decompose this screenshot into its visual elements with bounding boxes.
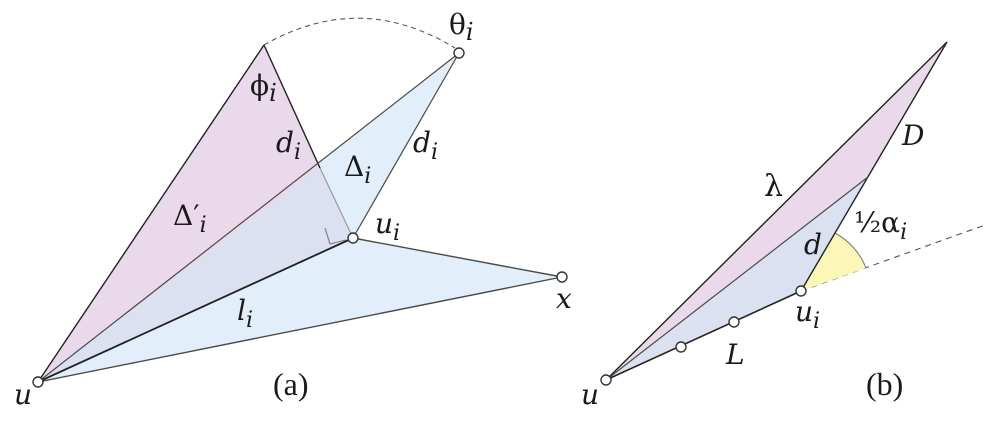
label-delta-prime-i: Δ′i xyxy=(173,199,207,238)
vertex-u-i-b xyxy=(795,285,807,297)
panel-b: u λ D d ½αi ui L (b) xyxy=(581,41,986,411)
label-u: u xyxy=(14,378,32,411)
label-phi-i: ϕi xyxy=(250,69,277,107)
label-lambda: λ xyxy=(764,169,783,204)
panel-a: u θi ϕi di di Δi Δ′i ui li x (a) xyxy=(14,8,572,411)
label-L: L xyxy=(725,338,745,371)
vertex-u-i xyxy=(347,232,359,244)
label-D: D xyxy=(901,119,924,152)
edge-u-ui xyxy=(605,290,802,381)
angle-wedge xyxy=(801,233,866,291)
caption-b: (b) xyxy=(866,366,903,402)
right-angle-marker xyxy=(324,227,347,245)
triangle-delta-prime-i xyxy=(38,45,320,382)
dashed-arc xyxy=(263,17,456,49)
vertex-theta-i xyxy=(453,47,465,59)
edge-theta-ui xyxy=(352,52,460,239)
angle-arc xyxy=(834,232,867,269)
edge-phi-foot xyxy=(263,44,321,169)
vertex-x xyxy=(556,271,568,283)
label-d-i-right: di xyxy=(413,126,438,165)
label-u-i-b: ui xyxy=(795,295,820,334)
edge-top-ui xyxy=(800,41,948,292)
vertex-u xyxy=(32,376,44,388)
label-x: x xyxy=(556,282,572,315)
vertex-l2 xyxy=(728,316,740,328)
label-half-alpha-i: ½αi xyxy=(854,206,907,245)
overlap-region xyxy=(38,168,353,382)
edge-u-phi xyxy=(37,44,265,383)
edge-foot-ui-light xyxy=(319,167,354,239)
edge-u-ui xyxy=(37,237,354,383)
edge-u-theta xyxy=(37,52,460,383)
label-delta-i: Δi xyxy=(344,150,371,189)
label-d: d xyxy=(804,228,822,261)
vertex-u-b xyxy=(600,374,612,386)
label-u-i: ui xyxy=(375,207,400,246)
caption-a: (a) xyxy=(273,366,309,402)
label-l-i: li xyxy=(237,294,253,333)
vertex-l1 xyxy=(675,341,687,353)
edge-u-corner xyxy=(605,176,869,381)
edge-u-top xyxy=(605,41,948,381)
label-d-i-left: di xyxy=(276,126,301,165)
label-theta-i: θi xyxy=(449,8,474,46)
label-u-b: u xyxy=(581,378,599,411)
